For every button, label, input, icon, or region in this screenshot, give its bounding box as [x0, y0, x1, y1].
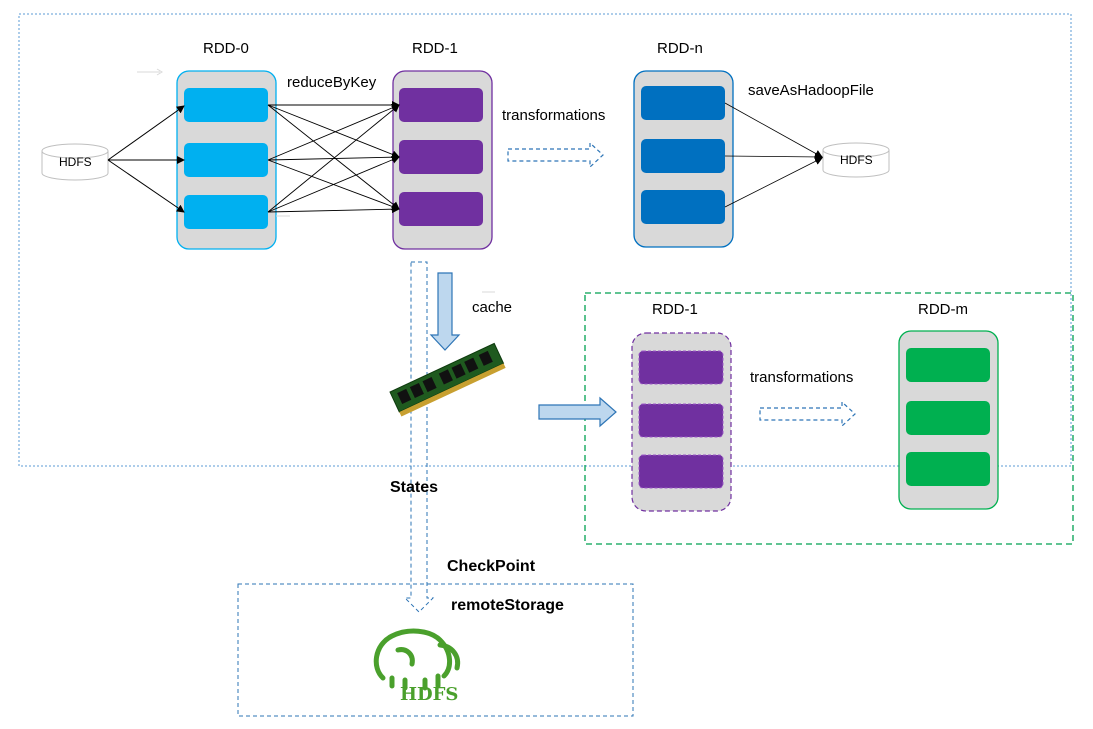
rdd0-label: RDD-0	[203, 40, 249, 57]
output-arrows	[724, 102, 823, 208]
transform-arrow-bottom	[759, 400, 856, 428]
save-as-hadoop-file-label: saveAsHadoopFile	[748, 82, 874, 99]
faint-arrows	[137, 68, 495, 293]
remote-storage-label: remoteStorage	[451, 597, 564, 614]
checkpoint-label: CheckPoint	[447, 558, 536, 575]
rdd1-cached-partition	[638, 454, 724, 489]
rddm-partition	[906, 401, 990, 435]
states-label: States	[390, 479, 439, 496]
rdd0-container	[176, 70, 277, 250]
rddn-partition	[641, 139, 725, 173]
rdd1-partition	[399, 88, 483, 122]
hadoop-elephant-icon	[373, 628, 461, 691]
rdd1-label: RDD-1	[412, 40, 458, 57]
rddn-partition	[641, 190, 725, 224]
ram-module-icon	[389, 342, 506, 417]
rdd1-cached-label: RDD-1	[652, 301, 698, 318]
remote-storage-region	[237, 583, 634, 717]
checkpoint-arrow	[403, 261, 435, 613]
transform-arrow-top	[507, 141, 604, 169]
cache-arrow	[429, 272, 461, 351]
rdd0-partition	[184, 195, 268, 229]
rddm-container	[898, 330, 999, 510]
cache-label: cache	[472, 299, 513, 316]
hdfs-sink-disk	[822, 142, 890, 178]
rddm-label: RDD-m	[918, 301, 968, 318]
transformations-top-label: transformations	[502, 107, 606, 124]
restore-arrow	[538, 396, 617, 428]
rddn-partition	[641, 86, 725, 120]
rdd1-container	[392, 70, 493, 250]
rdd1-cached-partition	[638, 403, 724, 438]
rdd0-partition	[184, 143, 268, 177]
hdfs-source-label: HDFS	[59, 155, 92, 169]
rddn-label: RDD-n	[657, 40, 703, 57]
hdfs-sink-label: HDFS	[840, 153, 873, 167]
input-arrows	[107, 105, 185, 213]
rdd1-cached-partition	[638, 350, 724, 385]
transformations-bottom-label: transformations	[750, 369, 854, 386]
rdd0-partition	[184, 88, 268, 122]
rddm-partition	[906, 348, 990, 382]
reduce-by-key-label: reduceByKey	[287, 74, 377, 91]
rdd1-cached-container	[631, 332, 732, 512]
streaming-region	[18, 13, 1072, 467]
shuffle-arrows	[267, 101, 400, 214]
hdfs-logo-text: HDFS	[400, 684, 459, 705]
rddm-partition	[906, 452, 990, 486]
rddn-container	[633, 70, 734, 248]
rdd1-partition	[399, 140, 483, 174]
hdfs-source-disk	[41, 143, 109, 181]
rdd1-partition	[399, 192, 483, 226]
